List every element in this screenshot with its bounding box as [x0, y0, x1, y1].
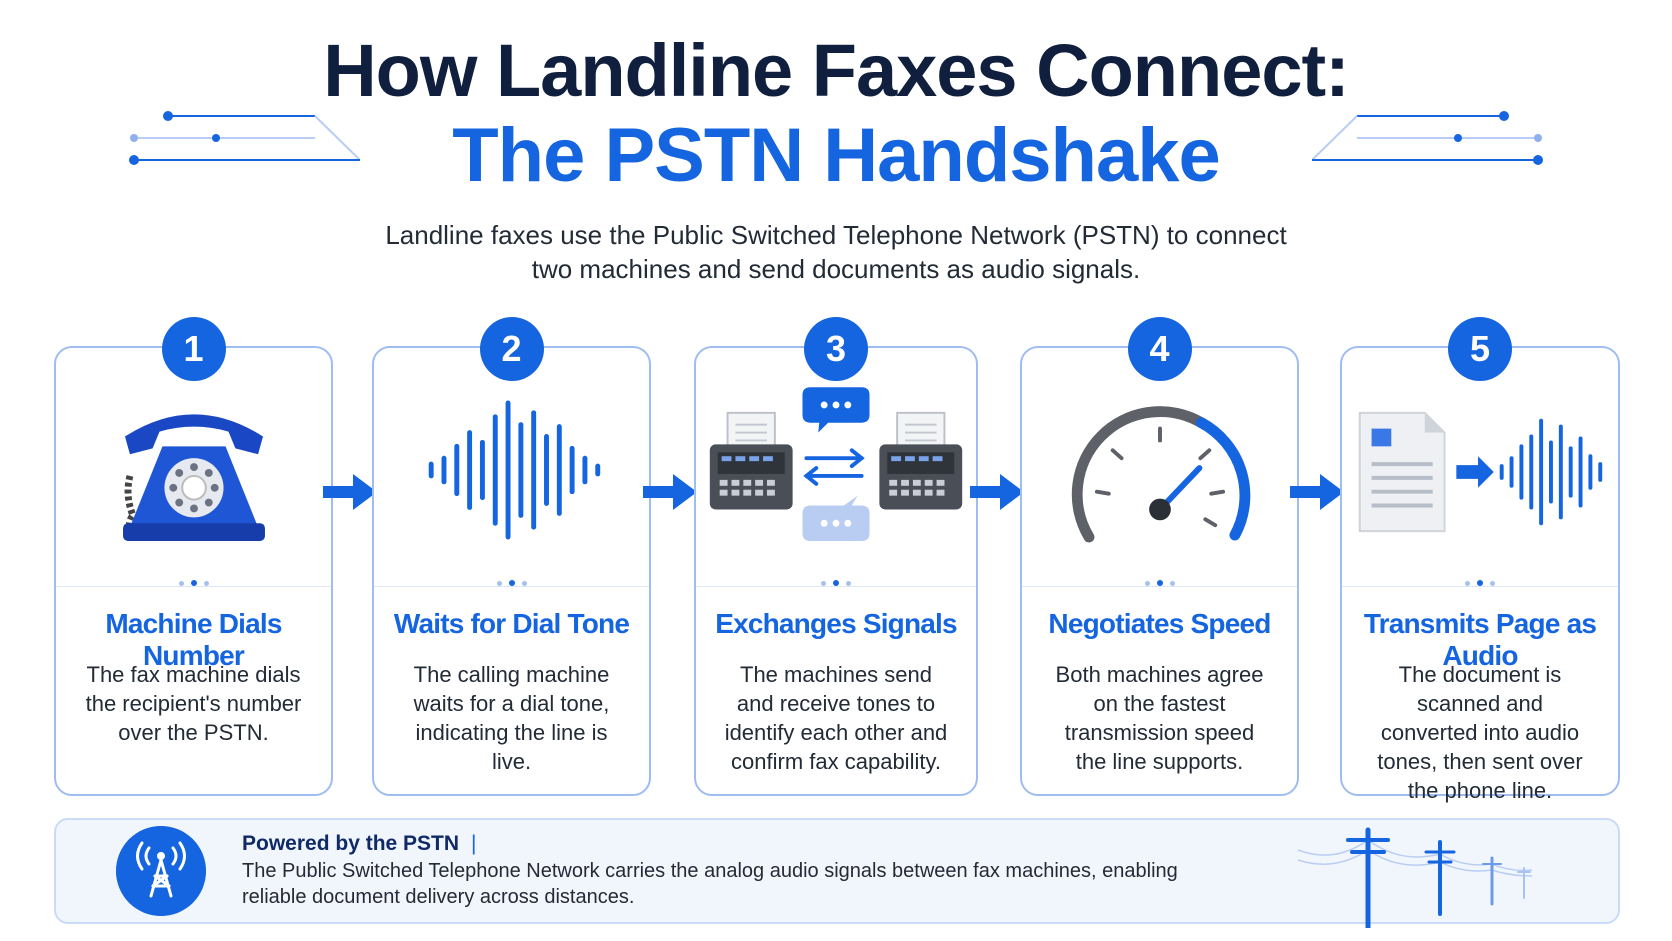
step-title: Transmits Page as Audio — [1363, 608, 1597, 671]
step-card-5: 5 Transmits Page as Audio The document i… — [1340, 317, 1620, 803]
step-number-badge: 2 — [479, 317, 544, 381]
step-description: The document is scanned and converted in… — [1377, 662, 1583, 803]
step-card-2: 2 Waits for Dial Tone The calling machin… — [372, 317, 651, 796]
step-title: Negotiates Speed — [1048, 608, 1271, 639]
step-number-badge: 4 — [1127, 317, 1192, 381]
step-card-4: 4 Negotiates Speed Both machines agree o… — [1020, 317, 1299, 796]
speedometer-icon — [1071, 406, 1251, 543]
arrow-right-icon — [1290, 474, 1344, 510]
circuit-lines-left-icon — [129, 111, 360, 165]
step-title: Waits for Dial Tone — [393, 608, 630, 639]
arrow-right-icon — [643, 474, 697, 510]
card-divider — [56, 586, 331, 587]
card-dots — [1144, 580, 1175, 586]
arrow-right-icon — [970, 474, 1024, 510]
step-number-badge: 1 — [161, 317, 226, 381]
fax-exchange-icon — [709, 387, 963, 541]
rotary-phone-icon — [123, 414, 265, 541]
step-number-badge: 3 — [804, 317, 868, 381]
step-card-1: 1 Machine Dials Number The fax machine d… — [54, 317, 333, 796]
arrow-right-icon — [323, 474, 377, 510]
card-dots — [1465, 580, 1495, 586]
card-divider — [1342, 586, 1618, 587]
step-title: Machine Dials Number — [105, 608, 282, 671]
step-description: The calling machine waits for a dial ton… — [413, 662, 610, 774]
card-divider — [1022, 586, 1297, 587]
radio-tower-icon — [116, 826, 206, 916]
step-card-3: 3 Exchanges Signals The machines send an… — [694, 317, 978, 796]
step-number-badge: 5 — [1448, 317, 1512, 381]
circuit-lines-right-icon — [1312, 111, 1543, 165]
step-description: Both machines agree on the fastest trans… — [1055, 662, 1264, 774]
intro-text: Landline faxes use the Public Switched T… — [385, 220, 1287, 284]
document-to-audio-icon — [1358, 411, 1603, 533]
telephone-poles-icon — [1298, 827, 1533, 928]
card-dots — [821, 580, 851, 586]
step-description: The machines send and receive tones to i… — [724, 662, 948, 774]
banner-title: Powered by the PSTN| — [242, 832, 477, 855]
page-subtitle-heading: The PSTN Handshake — [452, 113, 1221, 198]
card-divider — [374, 586, 649, 587]
sound-wave-icon — [428, 400, 601, 540]
card-dots — [178, 580, 209, 586]
page-title: How Landline Faxes Connect: — [323, 29, 1350, 112]
card-divider — [696, 586, 976, 587]
pstn-info-banner: Powered by the PSTN| The Public Switched… — [54, 818, 1620, 928]
banner-text: The Public Switched Telephone Network ca… — [242, 860, 1178, 908]
step-description: The fax machine dials the recipient's nu… — [85, 662, 302, 745]
step-title: Exchanges Signals — [715, 608, 957, 639]
card-dots — [496, 580, 527, 586]
